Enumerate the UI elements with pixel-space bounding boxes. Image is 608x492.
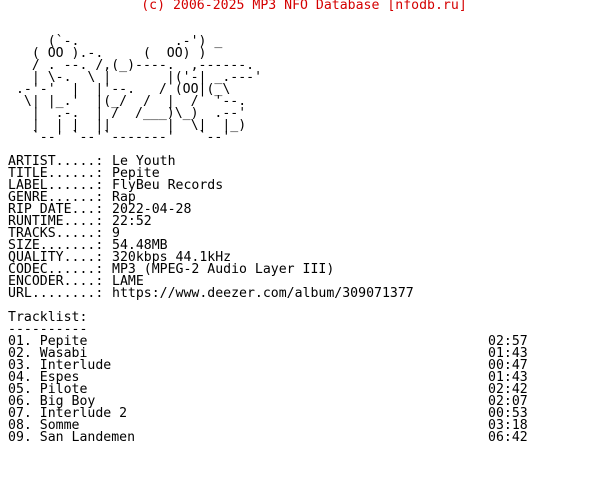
track-title: Big Boy: [39, 394, 96, 409]
info-row-encoder: ENCODER....: LAME: [8, 274, 414, 289]
info-row-rip-date: RIP DATE...: 2022-04-28: [8, 202, 414, 217]
track-number: 02.: [8, 346, 32, 361]
info-value: 54.48MB: [112, 238, 168, 253]
info-label: GENRE......:: [8, 190, 104, 205]
track-title: Interlude 2: [39, 406, 128, 421]
track-number: 04.: [8, 370, 32, 385]
track-row: 09. San Landemen 06:42: [8, 430, 532, 445]
track-title: Wasabi: [39, 346, 88, 361]
info-row-tracks: TRACKS.....: 9: [8, 226, 414, 241]
track-row: 04. Espes 01:43: [8, 370, 532, 385]
info-label: QUALITY....:: [8, 250, 104, 265]
track-duration: 02:07: [488, 394, 528, 409]
info-value: FlyBeu Records: [112, 178, 224, 193]
track-title: Espes: [39, 370, 80, 385]
track-duration: 01:43: [488, 370, 528, 385]
track-number: 07.: [8, 406, 32, 421]
info-value: 2022-04-28: [112, 202, 192, 217]
track-row: 02. Wasabi 01:43: [8, 346, 532, 361]
release-info: ARTIST.....:Le Youth TITLE......:Pepite …: [8, 154, 414, 301]
info-row-runtime: RUNTIME....: 22:52: [8, 214, 414, 229]
track-duration: 02:42: [488, 382, 528, 397]
track-number: 06.: [8, 394, 32, 409]
info-value: 9: [112, 226, 120, 241]
info-row-genre: GENRE......: Rap: [8, 190, 414, 205]
track-duration: 03:18: [488, 418, 528, 433]
info-label: ENCODER....:: [8, 274, 104, 289]
info-label: RIP DATE...:: [8, 202, 104, 217]
info-row-size: SIZE.......: 54.48MB: [8, 238, 414, 253]
track-title: Pepite: [39, 334, 88, 349]
track-number: 01.: [8, 334, 32, 349]
track-title: Somme: [39, 418, 80, 433]
info-label: SIZE.......:: [8, 238, 104, 253]
track-number: 09.: [8, 430, 32, 445]
info-row-quality: QUALITY....: 320kbps 44.1kHz: [8, 250, 414, 265]
track-row: 03. Interlude 00:47: [8, 358, 532, 373]
info-row-codec: CODEC......: MP3 (MPEG-2 Audio Layer III): [8, 262, 414, 277]
info-row-label: LABEL......: FlyBeu Records: [8, 178, 414, 193]
info-label: ARTIST.....:: [8, 154, 104, 169]
track-row: 06. Big Boy 02:07: [8, 394, 532, 409]
track-number: 05.: [8, 382, 32, 397]
info-value: MP3 (MPEG-2 Audio Layer III): [112, 262, 335, 277]
info-label: TRACKS.....:: [8, 226, 104, 241]
info-row-artist: ARTIST.....: Le Youth: [8, 154, 414, 169]
track-duration: 06:42: [488, 430, 528, 445]
track-number: 03.: [8, 358, 32, 373]
info-value: Pepite: [112, 166, 160, 181]
tracklist-underline: ----------: [8, 322, 88, 337]
track-title: Interlude: [39, 358, 112, 373]
track-title: Pilote: [39, 382, 88, 397]
track-number: 08.: [8, 418, 32, 433]
logo-ascii-art: (`-. .-') _ ( OO ).-. ( OO) ) / . --. /,…: [15, 34, 263, 145]
info-value: 320kbps 44.1kHz: [112, 250, 232, 265]
track-row: 07. Interlude 2 00:53: [8, 406, 532, 421]
info-label: TITLE......:: [8, 166, 104, 181]
info-value: Rap: [112, 190, 136, 205]
track-row: 05. Pilote 02:42: [8, 382, 532, 397]
track-duration: 00:53: [488, 406, 528, 421]
site-header: (c) 2006-2025 MP3 NFO Database [nfodb.ru…: [141, 0, 467, 13]
info-label: RUNTIME....:: [8, 214, 104, 229]
track-duration: 00:47: [488, 358, 528, 373]
info-value: LAME: [112, 274, 144, 289]
info-label: CODEC......:: [8, 262, 104, 277]
info-value: 22:52: [112, 214, 152, 229]
track-duration: 01:43: [488, 346, 528, 361]
info-value-url: https://www.deezer.com/album/309071377: [112, 286, 414, 301]
info-label: URL........:: [8, 286, 104, 301]
tracklist: Tracklist: ---------- 01. Pepite 02:57 02…: [8, 310, 532, 445]
info-label: LABEL......:: [8, 178, 104, 193]
info-value: Le Youth: [112, 154, 176, 169]
tracklist-title: Tracklist:: [8, 310, 88, 325]
info-row-title: TITLE......: Pepite: [8, 166, 414, 181]
track-duration: 02:57: [488, 334, 528, 349]
track-title: San Landemen: [39, 430, 136, 445]
info-row-url: URL........: https://www.deezer.com/album…: [8, 286, 414, 301]
track-row: 08. Somme 03:18: [8, 418, 532, 433]
track-row: 01. Pepite 02:57: [8, 334, 532, 349]
